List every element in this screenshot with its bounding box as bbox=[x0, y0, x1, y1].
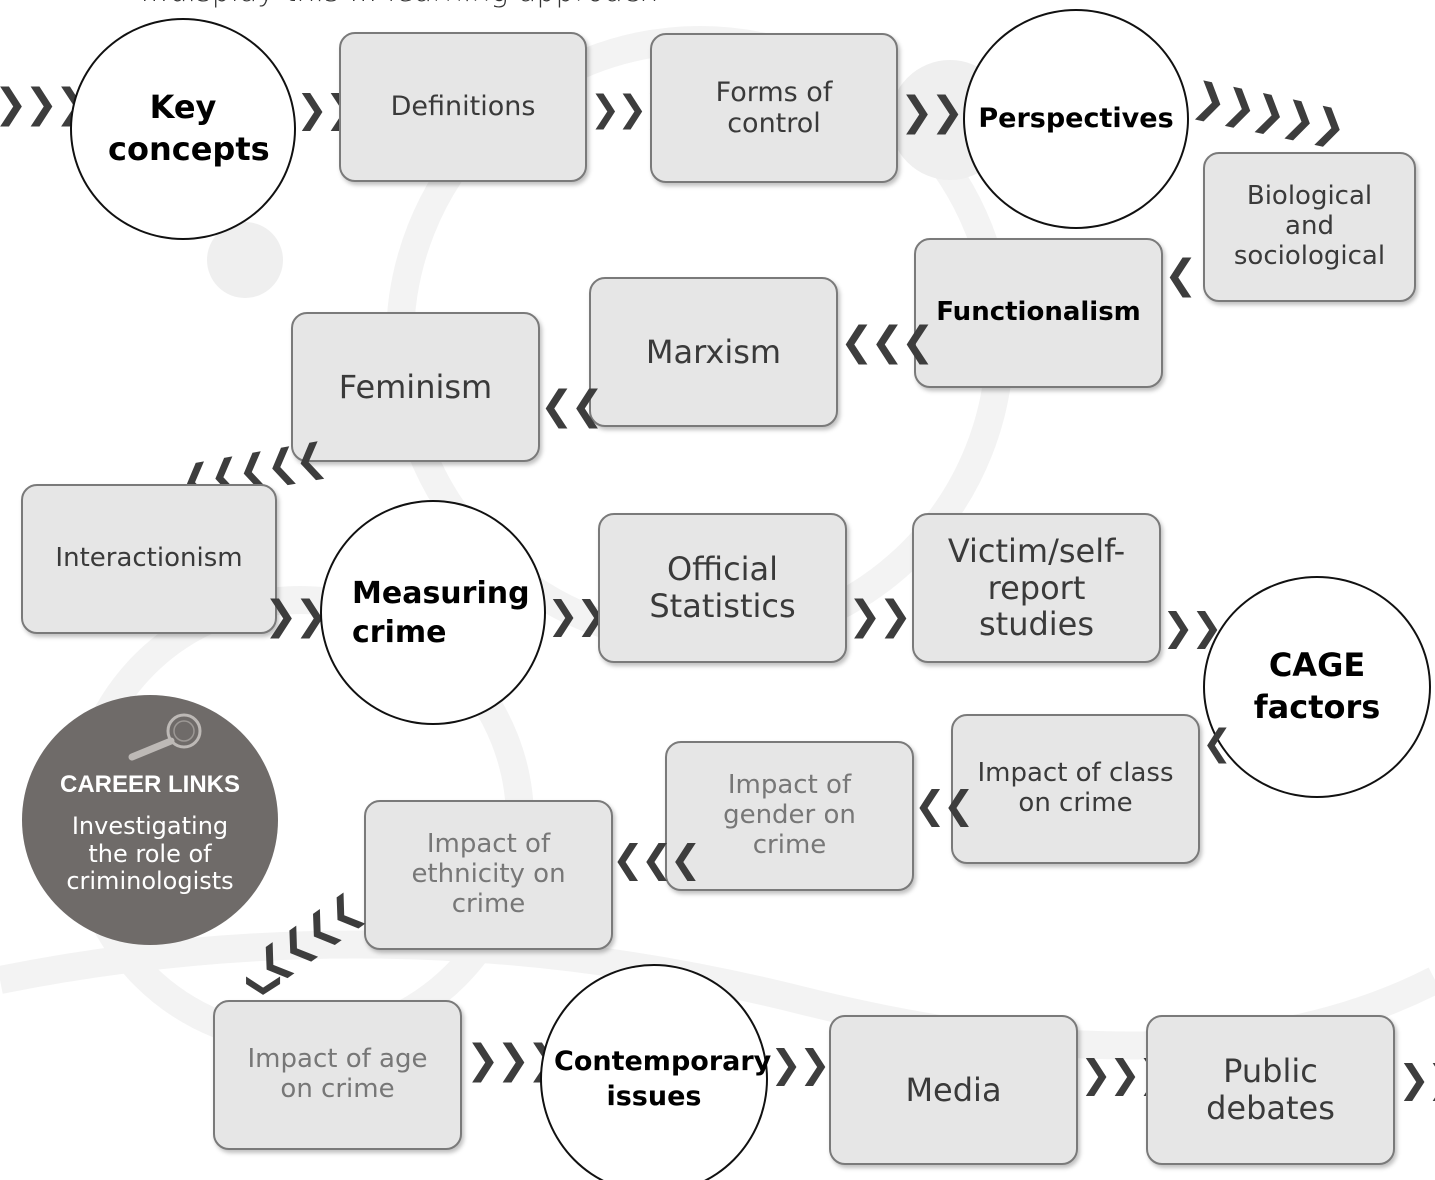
header-text: ...display this ... learning approach bbox=[140, 0, 658, 9]
arrow-backward: ❮❮ bbox=[540, 383, 604, 429]
career-links-subtitle: Investigating the role of criminologists bbox=[66, 812, 234, 896]
arrow-forward: ❯❯ bbox=[1398, 1057, 1435, 1101]
arrow-backward: ❮❮ bbox=[914, 783, 975, 827]
box-biological-sociological[interactable]: Biological and sociological bbox=[1203, 152, 1416, 302]
arrow-forward: ❯❯ bbox=[264, 593, 328, 639]
box-impact-ethnicity[interactable]: Impact of ethnicity on crime bbox=[364, 800, 613, 950]
box-official-statistics[interactable]: Official Statistics bbox=[598, 513, 847, 663]
career-links-title: CAREER LINKS bbox=[59, 771, 240, 798]
career-links-badge[interactable]: CAREER LINKS Investigating the role of c… bbox=[22, 695, 278, 945]
box-functionalism[interactable]: Functionalism bbox=[914, 238, 1163, 388]
arrow-forward: ❯❯ bbox=[547, 593, 608, 637]
arrow-backward: ❮ bbox=[1164, 252, 1197, 298]
arrow-forward: ❯❯ bbox=[1162, 605, 1223, 649]
circle-contemporary-issues[interactable]: Contemporary issues bbox=[540, 964, 771, 1180]
circle-key-concepts[interactable]: Key concepts bbox=[70, 18, 296, 240]
arrow-down: ❮ bbox=[240, 974, 281, 1000]
arrow-backward: ❮❮❮ bbox=[840, 319, 935, 365]
box-marxism[interactable]: Marxism bbox=[589, 277, 838, 427]
box-impact-class[interactable]: Impact of class on crime bbox=[951, 714, 1200, 864]
box-impact-gender[interactable]: Impact of gender on crime bbox=[665, 741, 914, 891]
box-impact-age[interactable]: Impact of age on crime bbox=[213, 1000, 462, 1150]
circle-cage-factors[interactable]: CAGE factors bbox=[1203, 576, 1431, 798]
box-public-debates[interactable]: Public debates bbox=[1146, 1015, 1395, 1165]
arrow-backward: ❮ bbox=[1202, 723, 1232, 764]
circle-measuring-crime[interactable]: Measuring crime bbox=[320, 500, 546, 725]
circle-perspectives[interactable]: Perspectives bbox=[963, 9, 1189, 229]
arrow-forward: ❯❯ bbox=[770, 1042, 831, 1086]
arrow-backward: ❮❮❮ bbox=[612, 837, 702, 881]
box-media[interactable]: Media bbox=[829, 1015, 1078, 1165]
box-definitions[interactable]: Definitions bbox=[339, 32, 587, 182]
box-feminism[interactable]: Feminism bbox=[291, 312, 540, 462]
box-forms-of-control[interactable]: Forms of control bbox=[650, 33, 898, 183]
magnifying-glass-icon bbox=[128, 713, 202, 761]
box-interactionism[interactable]: Interactionism bbox=[21, 484, 277, 634]
box-victim-self-report[interactable]: Victim/self-report studies bbox=[912, 513, 1161, 663]
